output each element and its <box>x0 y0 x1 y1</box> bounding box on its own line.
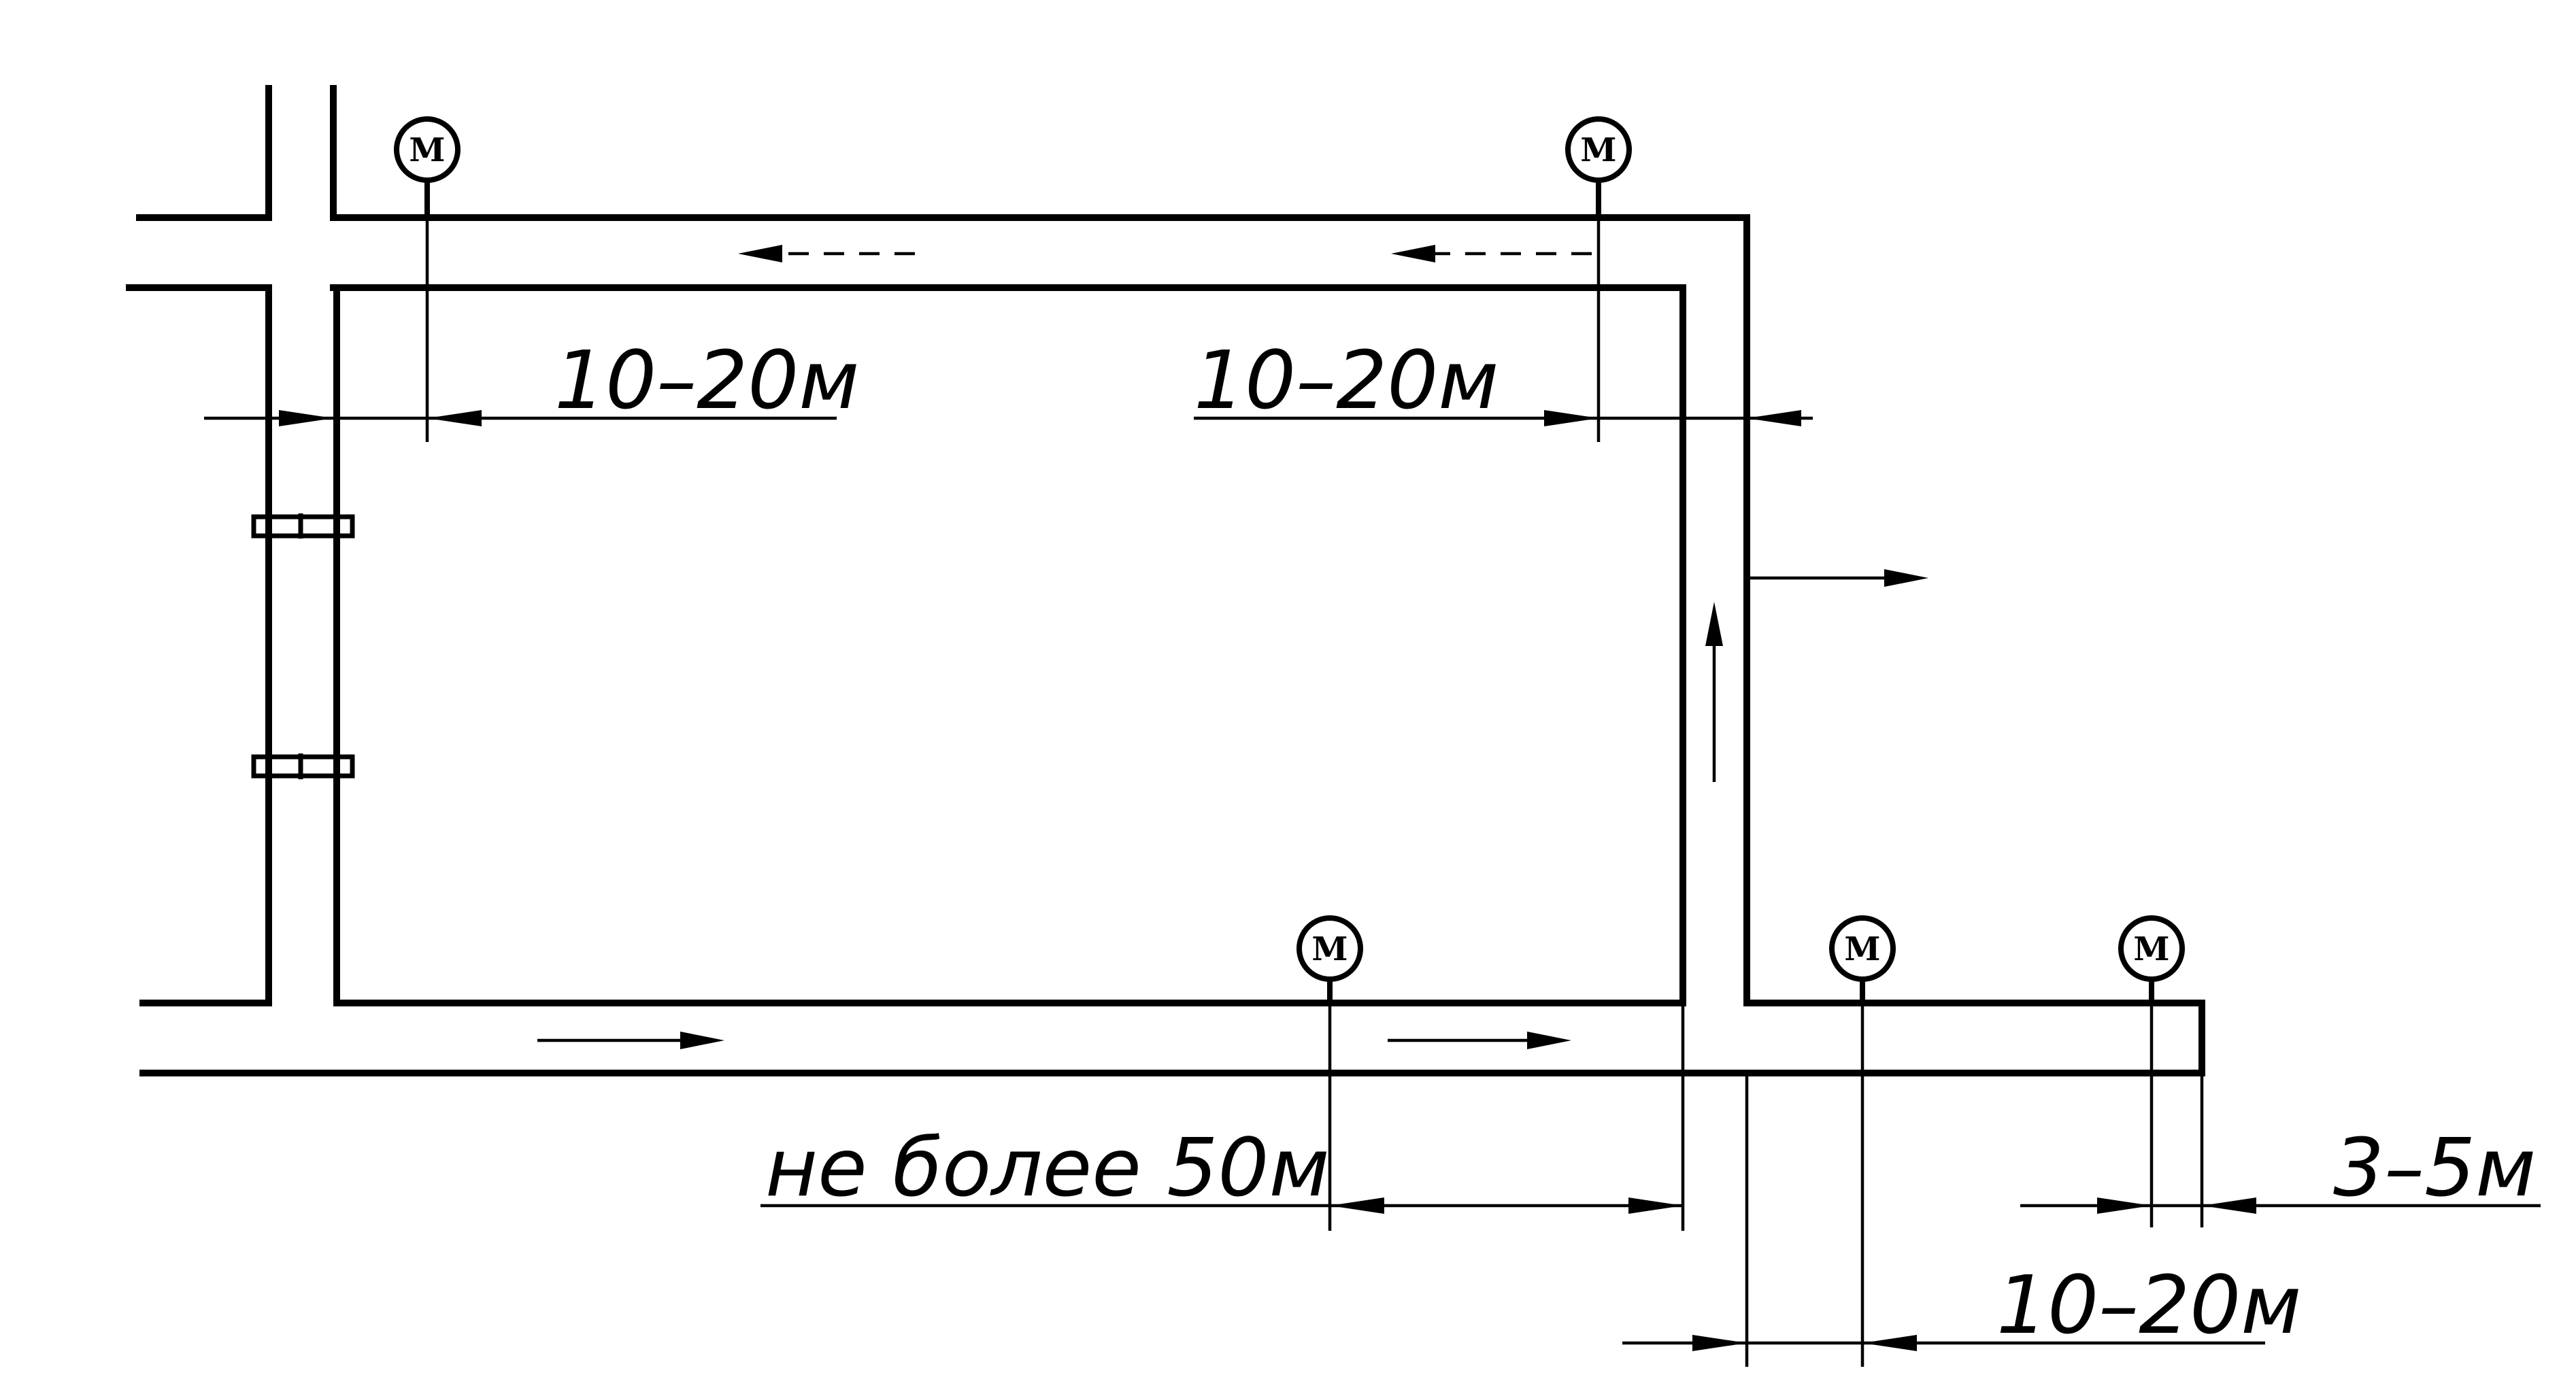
dim-label-top-right: 10–20м <box>1194 333 1499 427</box>
sign-m-letter: M <box>1311 930 1348 968</box>
gate-lower <box>251 753 355 779</box>
sign-m-top-left: M <box>394 116 461 218</box>
sign-m-letter: M <box>409 131 445 169</box>
gate-upper <box>251 513 355 539</box>
sign-m-letter: M <box>1580 131 1616 169</box>
sign-m-letter: M <box>2133 930 2169 968</box>
dim-label-bottom-right-b: 10–20м <box>1996 1258 2301 1352</box>
sign-m-circle <box>394 116 461 183</box>
dim-label-bottom-right-a: 3–5м <box>2333 1121 2536 1214</box>
sign-m-bottom-mid: M <box>1297 915 1363 1003</box>
dim-label-top-left: 10–20м <box>554 333 859 427</box>
sign-m-circle <box>1829 915 1896 982</box>
sign-m-bottom-right-a: M <box>1829 915 1896 1003</box>
sign-m-bottom-right-b: M <box>2118 915 2185 1003</box>
top-road-outer-edge <box>330 214 2205 1074</box>
dim-label-bottom-mid: не более 50м <box>765 1121 1330 1214</box>
sign-m-circle <box>1565 116 1632 183</box>
sign-m-circle <box>1297 915 1363 982</box>
sign-m-top-right: M <box>1565 116 1632 218</box>
sign-m-letter: M <box>1844 930 1880 968</box>
traffic-arrows <box>537 245 1928 1049</box>
sign-m-circle <box>2118 915 2185 982</box>
dimension-lines <box>204 218 2541 1367</box>
